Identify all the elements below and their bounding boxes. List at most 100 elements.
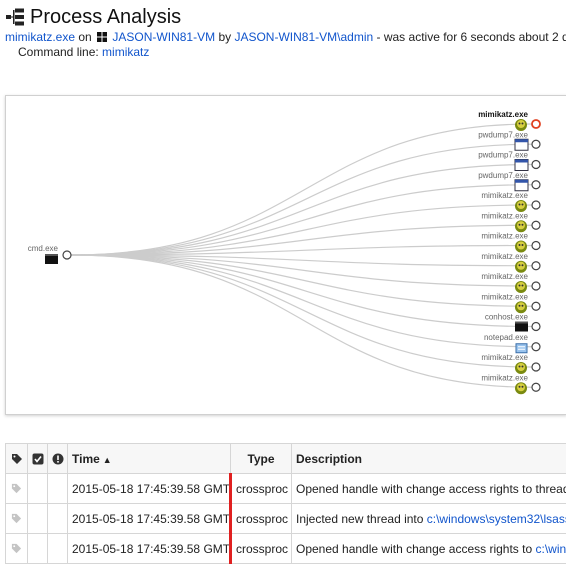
window-icon [514, 179, 529, 192]
process-name-link[interactable]: mimikatz.exe [5, 30, 76, 44]
page-header: Process Analysis [6, 4, 181, 30]
row-check-cell[interactable] [27, 503, 48, 534]
tree-edge [70, 254, 533, 287]
row-tag-cell[interactable] [5, 533, 28, 564]
row-description-link[interactable]: c:\windows [535, 541, 566, 556]
row-check-cell[interactable] [27, 473, 48, 504]
child-process-node[interactable] [531, 261, 541, 271]
child-process-label: pwdump7.exe [478, 130, 528, 139]
child-process-label: mimikatz.exe [481, 353, 528, 362]
mimikatz-icon [515, 119, 527, 131]
mimikatz-icon [515, 220, 527, 233]
windows-icon [97, 32, 108, 42]
description-column-label: Description [296, 451, 363, 466]
table-row[interactable]: 2015-05-18 17:45:39.58 GMT crossproc Inj… [5, 503, 566, 534]
row-description-link[interactable]: c:\windows\system32\lsass.exe [426, 511, 566, 526]
child-process-node[interactable] [531, 139, 541, 149]
child-process-node[interactable] [531, 321, 541, 332]
root-process-icon [45, 254, 58, 264]
row-alert-cell [47, 473, 68, 504]
tree-edge [70, 254, 533, 267]
child-process-label: mimikatz.exe [481, 232, 528, 241]
command-line-label: Command line: [18, 45, 99, 59]
checkbox-column-header[interactable] [27, 443, 48, 474]
child-process-label: mimikatz.exe [481, 252, 528, 261]
root-process-node[interactable] [62, 250, 72, 260]
host-link[interactable]: JASON-WIN81-VM [112, 30, 216, 44]
sort-up-icon: ▲ [102, 454, 112, 465]
user-link[interactable]: JASON-WIN81-VM\admin [234, 30, 374, 44]
row-type: crossproc [229, 473, 292, 504]
child-process-node[interactable] [531, 281, 541, 291]
tree-edge [70, 254, 533, 348]
child-process-label: mimikatz.exe [481, 292, 528, 301]
row-time: 2015-05-18 17:45:39.58 GMT [67, 473, 231, 504]
child-process-node[interactable] [531, 200, 541, 210]
on-text: on [78, 30, 92, 44]
row-description-text: Opened handle with change access rights … [296, 541, 536, 556]
tag-icon [11, 543, 22, 554]
child-process-label: mimikatz.exe [481, 373, 528, 382]
process-tree-svg[interactable]: cmd.exe mimikatz.exe pwdump7.exe pwdump7.ex… [6, 96, 566, 414]
row-tag-cell[interactable] [5, 473, 28, 504]
child-process-node[interactable] [531, 382, 541, 392]
row-description: Opened handle with change access rights … [291, 473, 566, 504]
window-icon [514, 138, 529, 151]
tag-icon [11, 483, 22, 494]
type-column-header[interactable]: Type [230, 443, 292, 474]
mimikatz-icon [515, 200, 527, 212]
mimikatz-icon [515, 362, 527, 374]
table-row[interactable]: 2015-05-18 17:45:39.58 GMT crossproc Ope… [5, 473, 566, 504]
tree-edge [70, 254, 533, 368]
child-process-label: pwdump7.exe [478, 151, 528, 160]
child-process-label: conhost.exe [485, 313, 529, 322]
description-column-header[interactable]: Description [291, 443, 566, 474]
mimikatz-icon [515, 301, 527, 314]
child-process-node[interactable] [531, 159, 541, 170]
selected-process-node[interactable] [531, 119, 541, 129]
row-time: 2015-05-18 17:45:39.58 GMT [67, 503, 231, 534]
command-line: Command line: mimikatz [18, 45, 149, 59]
row-check-cell[interactable] [27, 533, 48, 564]
alert-icon [52, 453, 63, 464]
child-process-node[interactable] [531, 220, 541, 230]
table-row[interactable]: 2015-05-18 17:45:39.58 GMT crossproc Ope… [5, 533, 566, 564]
child-process-label: pwdump7.exe [478, 171, 528, 180]
row-time: 2015-05-18 17:45:39.58 GMT [67, 533, 231, 564]
notepad-icon [515, 343, 528, 354]
tree-edge [70, 143, 533, 256]
child-process-label: mimikatz.exe [481, 191, 528, 200]
row-type: crossproc [229, 503, 292, 534]
mimikatz-icon [515, 240, 527, 253]
child-process-node[interactable] [531, 342, 541, 352]
child-process-node[interactable] [531, 240, 541, 251]
process-summary: mimikatz.exe on JASON-WIN81-VM by JASON-… [5, 30, 566, 44]
tree-edge [70, 123, 533, 256]
mimikatz-icon [515, 281, 527, 293]
root-process-label: cmd.exe [28, 244, 59, 253]
events-table-header: Time▲ Type Description [5, 443, 566, 474]
child-process-label: notepad.exe [484, 333, 529, 342]
tree-edge [70, 204, 533, 256]
row-description: Opened handle with change access rights … [291, 533, 566, 564]
tag-icon [11, 453, 22, 464]
tree-edge [70, 224, 533, 256]
row-type: crossproc [229, 533, 292, 564]
row-tag-cell[interactable] [5, 503, 28, 534]
tree-edge [70, 254, 533, 388]
child-process-label: mimikatz.exe [478, 110, 528, 119]
process-tree-graph[interactable]: cmd.exe mimikatz.exe pwdump7.exe pwdump7.ex… [5, 95, 566, 415]
child-process-node[interactable] [531, 362, 541, 372]
child-process-node[interactable] [531, 180, 541, 190]
tree-edge [70, 254, 533, 307]
tree-edge [70, 184, 533, 256]
page-title: Process Analysis [30, 5, 182, 28]
by-text: by [218, 30, 232, 44]
command-line-link[interactable]: mimikatz [102, 45, 150, 59]
time-column-header[interactable]: Time▲ [67, 443, 231, 474]
alert-column-header[interactable] [47, 443, 68, 474]
tag-column-header[interactable] [5, 443, 28, 474]
tag-icon [11, 513, 22, 524]
type-column-label: Type [247, 451, 275, 466]
child-process-node[interactable] [531, 301, 541, 311]
